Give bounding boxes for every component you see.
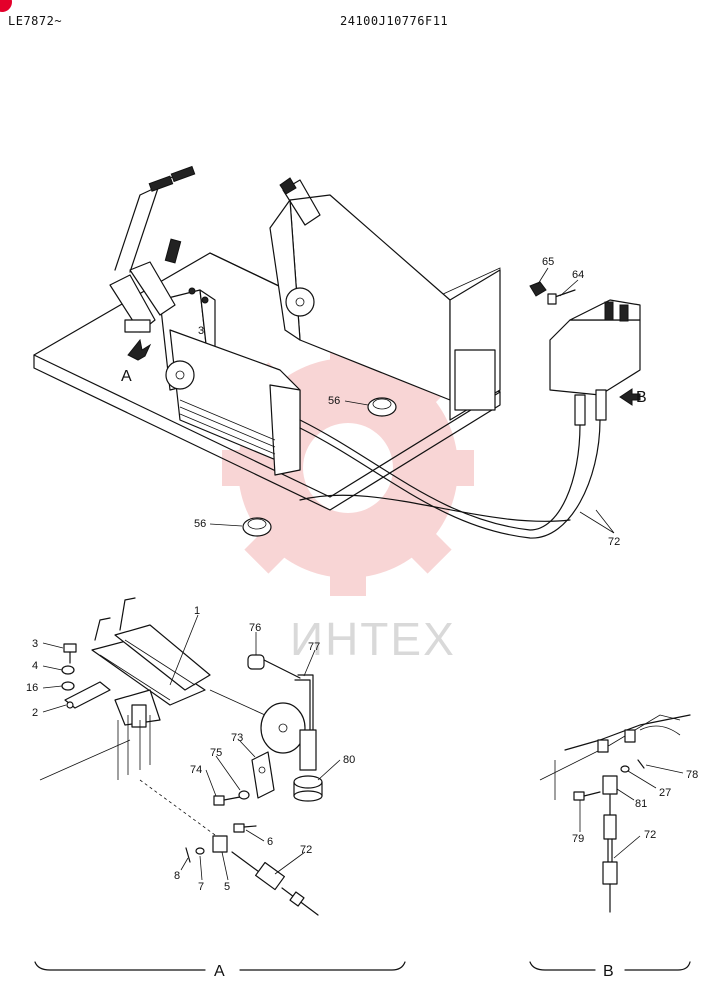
callout-77: 77: [308, 641, 320, 653]
callout-6: 6: [267, 836, 273, 848]
valve-bolt: [529, 281, 576, 305]
view-a-washer-16: [61, 681, 75, 691]
top-pedals: [109, 165, 196, 333]
view-b-bracket-line: [529, 961, 691, 971]
callout-1: 1: [194, 605, 200, 617]
callout-73: 73: [231, 732, 243, 744]
view-b-leader-lines: [579, 764, 684, 859]
watermark-text: ИНТЕХ: [290, 613, 456, 665]
callout-56-b: 56: [194, 518, 206, 530]
callout-74: 74: [190, 764, 202, 776]
model-code: LE7872~: [8, 14, 63, 28]
callout-65: 65: [542, 256, 554, 268]
left-control-console: [159, 238, 301, 476]
view-a-leader-lines: [42, 614, 341, 881]
view-a-clevis-5: [212, 835, 228, 853]
callout-2: 2: [32, 707, 38, 719]
view-a-bolt-6: [233, 823, 257, 833]
view-b-pin-78: [637, 759, 645, 769]
view-b-washer-27: [620, 765, 630, 773]
view-a-cap-76: [247, 654, 301, 679]
corner-marker: [0, 0, 12, 12]
view-a-lever-disc: [209, 689, 306, 754]
callout-5: 5: [224, 881, 230, 893]
view-a-bracket: [64, 681, 111, 709]
view-arrow-b: [619, 388, 641, 406]
callout-3-top: 3: [198, 325, 204, 337]
control-valve: [549, 299, 641, 426]
view-label-a-top: A: [121, 368, 132, 385]
view-b-bolt-79: [573, 791, 601, 801]
callout-75: 75: [210, 747, 222, 759]
view-a-nut-75: [238, 790, 250, 800]
view-a-pin-8: [185, 847, 191, 863]
view-a-plate-73: [251, 751, 275, 799]
view-a-floor-lines: [39, 715, 216, 836]
view-a-rod-77: [294, 674, 317, 771]
view-b-cable-72: [602, 794, 618, 913]
view-a-washer-7: [195, 847, 205, 855]
view-arrow-a: [127, 338, 152, 361]
view-a-pedals: [91, 597, 211, 728]
callout-7: 7: [198, 881, 204, 893]
callout-72-b: 72: [644, 829, 656, 841]
view-a-washer-4: [61, 665, 75, 675]
view-a-bolt-74: [213, 795, 241, 806]
grommets: [242, 397, 397, 537]
view-label-a: A: [214, 963, 225, 980]
callout-27: 27: [659, 787, 671, 799]
view-a-bolt-3: [63, 643, 77, 664]
callout-16: 16: [26, 682, 38, 694]
view-b-clevis-81: [602, 775, 618, 795]
callout-72-a: 72: [300, 844, 312, 856]
callout-3: 3: [32, 638, 38, 650]
callout-79: 79: [572, 833, 584, 845]
callout-64: 64: [572, 269, 584, 281]
view-a-cable-72: [231, 851, 319, 916]
callout-8: 8: [174, 870, 180, 882]
view-b-valve-body: [539, 714, 691, 800]
top-cables: [299, 419, 601, 539]
callout-56-a: 56: [328, 395, 340, 407]
callout-81: 81: [635, 798, 647, 810]
callout-76: 76: [249, 622, 261, 634]
view-a-boot-80: [293, 775, 323, 802]
callout-4: 4: [32, 660, 38, 672]
callout-78: 78: [686, 769, 698, 781]
callout-72-top: 72: [608, 536, 620, 548]
view-label-b-top: B: [636, 389, 647, 406]
view-label-b: B: [603, 963, 614, 980]
view-a-bracket-line: [34, 961, 406, 971]
callout-80: 80: [343, 754, 355, 766]
document-number: 24100J10776F11: [340, 14, 449, 28]
right-control-console: [269, 177, 501, 421]
top-leader-lines: [209, 267, 615, 534]
